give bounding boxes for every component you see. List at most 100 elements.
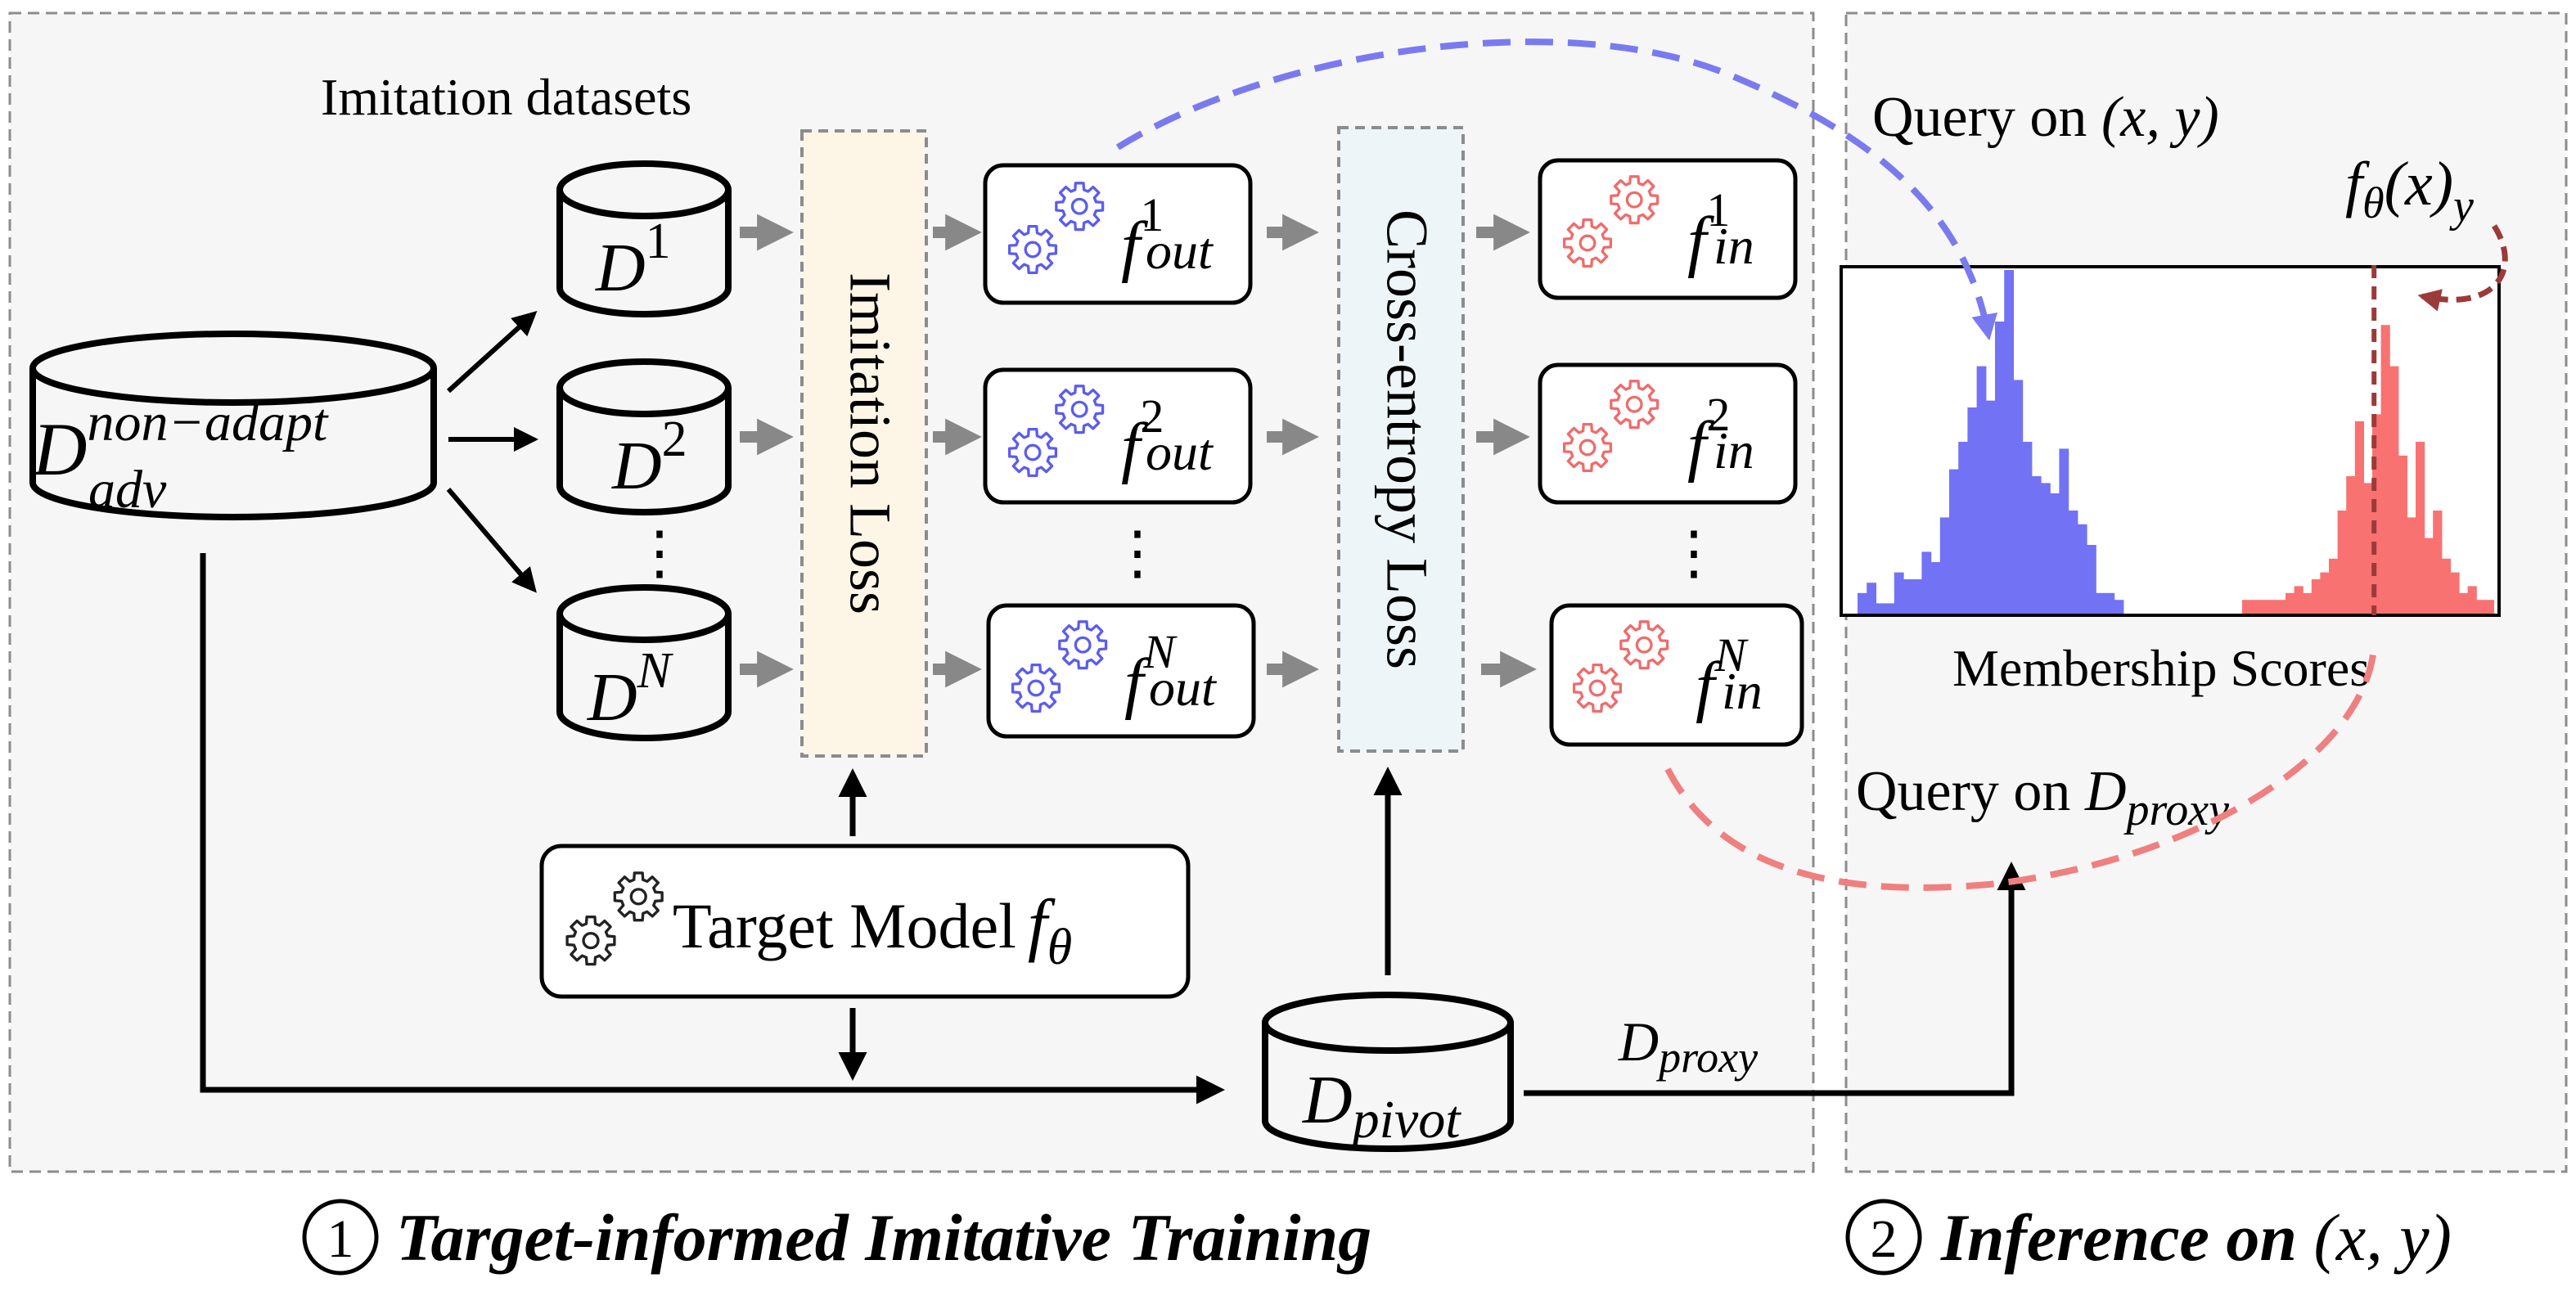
histogram-in-bin [2380, 325, 2390, 614]
histogram-out-bin [1949, 469, 1959, 614]
histogram-in-bin [2242, 600, 2252, 614]
arrow-adv-to-dn [446, 488, 537, 593]
d2-cylinder [556, 358, 732, 515]
f-in-vdots: ⋮ [1664, 520, 1723, 586]
histogram-in-bin [2320, 572, 2330, 614]
f-theta-xy-label: fθ(x)y [2345, 150, 2474, 232]
histogram-out-bin [1903, 579, 1913, 614]
imitation-loss-label: Imitation Loss [837, 272, 903, 614]
histogram-in-bin [2416, 442, 2425, 614]
histogram-in-bin [2277, 600, 2286, 614]
arrow-adv-to-pivot [200, 553, 1225, 1105]
histogram-out-bin [1967, 407, 1978, 614]
query-in-curve [1664, 654, 2376, 891]
histogram-in-bin [2294, 586, 2304, 614]
histogram-out-bin [1939, 517, 1950, 614]
arrow-adv-to-d1 [446, 310, 538, 394]
d-nonadapt-cylinder [29, 331, 437, 520]
query-xy-label: Query on (x, y) [1872, 86, 2219, 149]
f-out-vdots: ⋮ [1108, 520, 1167, 586]
histogram-out-bin [2004, 270, 2014, 614]
d2-label: D2 [611, 412, 687, 504]
d-proxy-edge-label: Dproxy [1618, 1010, 1758, 1082]
histogram-in-bin [2450, 572, 2460, 614]
cross-entropy-loss-box [1337, 126, 1465, 753]
histogram-in-bin [2484, 600, 2494, 614]
histogram-in-bin [2354, 421, 2364, 614]
histogram-out-bin [2022, 442, 2033, 614]
d-pivot-label: Dpivot [1302, 1062, 1461, 1150]
histogram-out-bin [2059, 448, 2069, 614]
histogram-out-bin [2114, 600, 2124, 614]
histogram-in-bin [2441, 558, 2451, 614]
histogram-in-bin [2346, 476, 2356, 614]
dn-cylinder [556, 584, 732, 741]
histogram-in-bin [2329, 558, 2339, 614]
histogram-in-bin [2372, 414, 2382, 614]
histogram-out-bin [1958, 442, 1968, 614]
svg-text:Target-informed Imitative Trai: Target-informed Imitative Training [396, 1200, 1371, 1275]
arrow-pivot-to-inference [1524, 862, 2026, 1096]
histogram-out-bin [1921, 551, 1932, 614]
histogram-out-bin [2096, 592, 2105, 614]
histogram-in-bin [2467, 586, 2477, 614]
imitation-datasets-label: Imitation datasets [321, 68, 691, 126]
svg-text:2: 2 [1871, 1209, 1898, 1269]
histogram-out-bin [2031, 476, 2042, 614]
histogram-out-bin [2105, 592, 2115, 614]
histogram-out-bin [1985, 400, 1996, 614]
histogram-in-bin [2250, 600, 2260, 614]
cross-entropy-loss-label: Cross-entropy Loss [1374, 209, 1439, 669]
svg-text:1: 1 [327, 1209, 354, 1269]
histogram-out-series [1858, 270, 2124, 614]
histogram-out-bin [1876, 603, 1886, 614]
histogram-in-bin [2303, 592, 2313, 614]
query-proxy-label: Query on Dproxy [1856, 760, 2229, 835]
histogram-in-bin [2337, 511, 2347, 614]
svg-text:Inference on (x, y): Inference on (x, y) [1940, 1200, 2452, 1275]
histogram-in-bin [2433, 511, 2443, 614]
histogram-out-bin [2087, 545, 2096, 614]
histogram-out-bin [2013, 380, 2024, 614]
histogram-out-bin [1930, 562, 1941, 614]
histogram-in-bin [2363, 483, 2373, 614]
histogram-in-bin [2424, 538, 2434, 614]
histogram-out-bin [2068, 511, 2078, 614]
histogram-out-bin [1858, 592, 1867, 614]
histogram-out-bin [1912, 579, 1922, 614]
histogram-out-bin [1867, 583, 1876, 614]
histogram-in-bin [2398, 455, 2407, 614]
histogram-in-series [2242, 325, 2494, 614]
d-pivot-cylinder [1262, 992, 1514, 1152]
d1-label: D1 [595, 214, 671, 306]
histogram-in-bin [2286, 592, 2295, 614]
histogram-out-bin [2077, 524, 2087, 614]
histogram-out-bin [2050, 493, 2060, 614]
histogram-out-bin [2041, 483, 2051, 614]
histogram-out-bin [1995, 322, 2005, 614]
query-out-arrow [1115, 38, 1997, 341]
imitation-loss-box [800, 129, 928, 758]
histogram-in-bin [2259, 600, 2269, 614]
histogram-out-bin [1976, 366, 1987, 614]
section2-title: 2 Inference on (x, y) [1845, 1199, 2452, 1276]
d-vdots: ⋮ [630, 520, 689, 586]
histogram-out-bin [1885, 603, 1895, 614]
f-theta-xy-arrow [2417, 224, 2508, 312]
histogram-in-bin [2268, 600, 2277, 614]
d1-cylinder [556, 160, 732, 317]
histogram-in-bin [2389, 366, 2399, 614]
histogram-in-bin [2476, 600, 2486, 614]
